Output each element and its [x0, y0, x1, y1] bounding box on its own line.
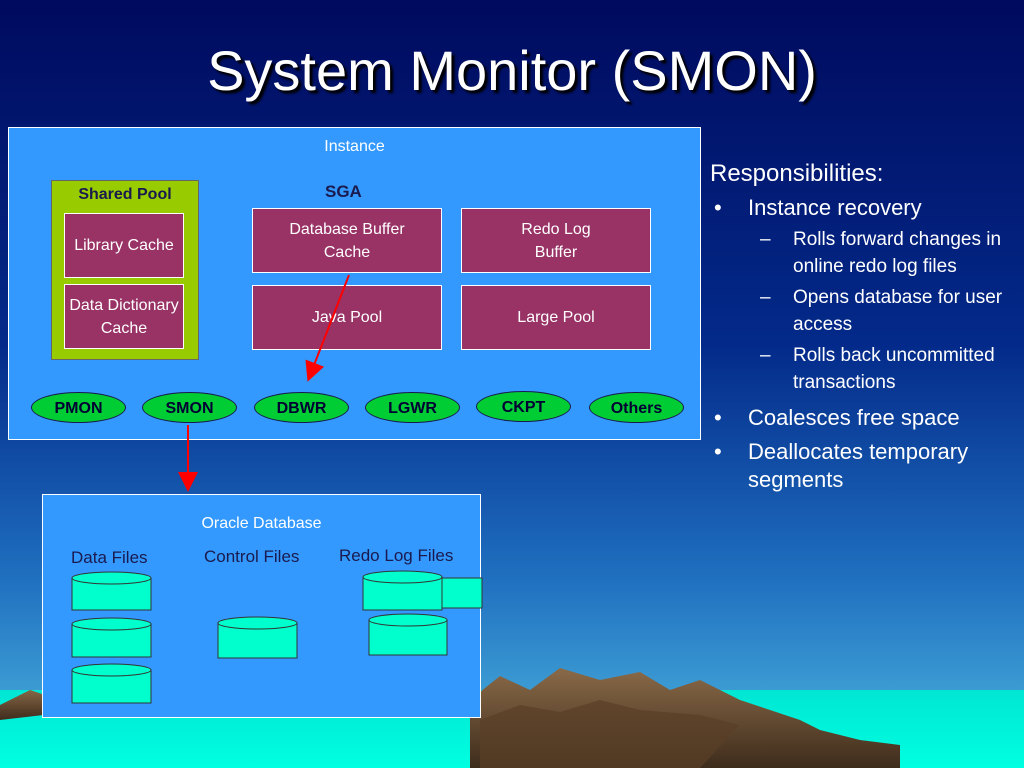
sub-bullet-item: – Rolls back uncommitted transactions	[710, 342, 1015, 396]
sub-bullet-text: Opens database for user access	[793, 287, 1003, 335]
bullet-text: Coalesces free space	[748, 405, 960, 430]
sub-bullet-item: – Rolls forward changes in online redo lo…	[710, 226, 1015, 280]
sga-label: SGA	[325, 182, 362, 201]
bullet-item: • Instance recovery	[710, 194, 1015, 222]
oracle-database-label: Oracle Database	[201, 515, 322, 532]
process-lgwr: LGWR	[365, 392, 460, 423]
control-files-label: Control Files	[204, 547, 300, 566]
sub-bullet-marker: –	[760, 229, 771, 250]
bullet-item: • Deallocates temporary segments	[710, 438, 1015, 494]
redo-log-buffer-box: Redo Log Buffer	[461, 208, 651, 273]
data-dictionary-cache-box: Data Dictionary Cache	[64, 284, 184, 349]
process-ckpt: CKPT	[476, 391, 571, 422]
redo-log-files-label: Redo Log Files	[339, 546, 454, 565]
bullet-item: • Coalesces free space	[710, 404, 1015, 432]
oracle-database-panel: Oracle Database Data Files Control Files…	[42, 494, 481, 718]
data-files-label: Data Files	[71, 548, 148, 567]
database-buffer-cache-box: Database Buffer Cache	[252, 208, 442, 273]
sub-bullet-text: Rolls back uncommitted transactions	[793, 345, 995, 393]
bullet-marker: •	[714, 195, 722, 220]
process-smon: SMON	[142, 392, 237, 423]
sub-bullet-marker: –	[760, 345, 771, 366]
process-others: Others	[589, 392, 684, 423]
bullet-text: Instance recovery	[748, 195, 922, 220]
sub-bullet-item: – Opens database for user access	[710, 284, 1015, 338]
process-pmon: PMON	[31, 392, 126, 423]
bullet-text: Deallocates temporary segments	[748, 439, 969, 492]
sub-bullet-text: Rolls forward changes in online redo log…	[793, 229, 1002, 277]
instance-label: Instance	[324, 138, 385, 155]
sub-bullet-marker: –	[760, 287, 771, 308]
responsibilities-heading: Responsibilities:	[710, 160, 884, 187]
responsibilities-list: Responsibilities: • Instance recovery – Ro…	[710, 160, 1015, 494]
shared-pool-label: Shared Pool	[78, 186, 172, 203]
process-dbwr: DBWR	[254, 392, 349, 423]
slide-title: System Monitor (SMON)	[207, 39, 817, 102]
bullet-marker: •	[714, 439, 722, 464]
bullet-marker: •	[714, 405, 722, 430]
library-cache-box: Library Cache	[64, 213, 184, 278]
java-pool-box: Java Pool	[252, 285, 442, 350]
large-pool-box: Large Pool	[461, 285, 651, 350]
